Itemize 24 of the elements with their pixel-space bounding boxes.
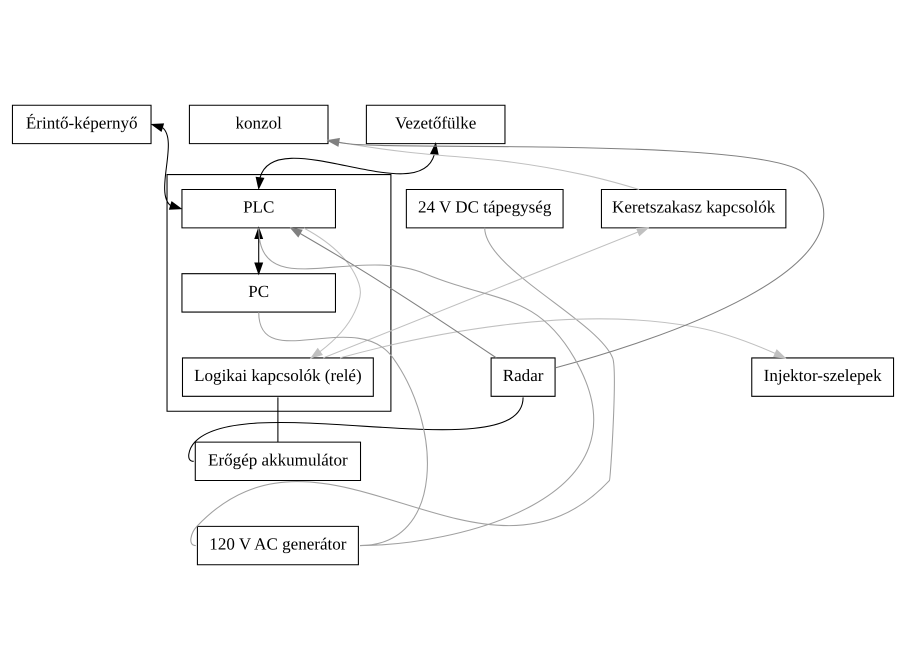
connector — [258, 312, 428, 546]
node-box: Érintő-képernyő — [12, 104, 152, 144]
arrow — [289, 227, 497, 358]
node-box: konzol — [188, 104, 329, 144]
connector — [188, 397, 524, 462]
node-box: Erőgép akkumulátor — [194, 442, 362, 482]
arrow — [304, 228, 361, 359]
connector — [258, 228, 594, 546]
connector — [277, 397, 278, 442]
node-box: PC — [181, 273, 336, 313]
node-box: Injektor-szelepek — [751, 357, 894, 397]
node-box: Logikai kapcsolók (relé) — [182, 357, 374, 397]
node-box: Vezetőfülke — [366, 104, 506, 144]
node-box: 120 V AC generátor — [196, 526, 359, 566]
node-box: Radar — [490, 357, 556, 397]
node-box: PLC — [181, 188, 336, 228]
node-box: 24 V DC tápegység — [406, 188, 564, 228]
connector — [190, 228, 615, 546]
arrow — [150, 123, 182, 210]
arrow — [323, 227, 650, 358]
arrow — [326, 138, 640, 190]
node-box: Keretszakasz kapcsolók — [600, 188, 786, 228]
arrow — [326, 138, 824, 368]
arrow — [340, 318, 786, 359]
